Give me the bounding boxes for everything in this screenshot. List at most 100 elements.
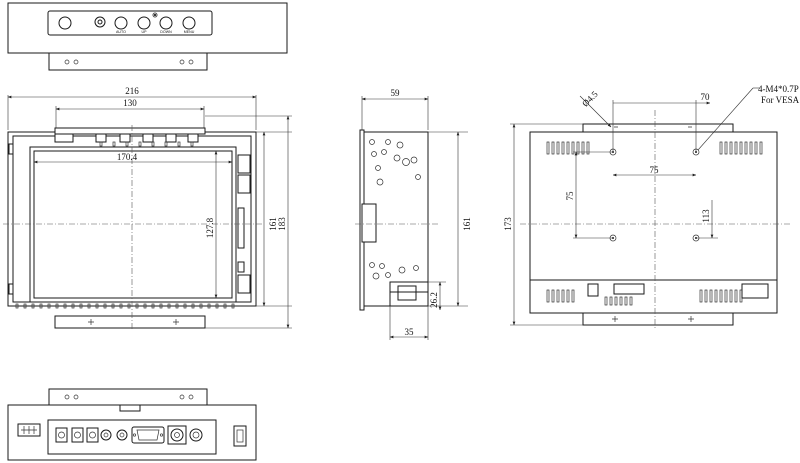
- vent-slot: [744, 141, 748, 155]
- down-button-icon: [159, 16, 173, 30]
- button-label-up: UP: [142, 30, 148, 34]
- vent-slot: [143, 303, 147, 309]
- vent-slot: [55, 303, 59, 309]
- vent-slot: [125, 141, 129, 147]
- vent-slot: [39, 303, 43, 309]
- vent-slot: [566, 289, 570, 303]
- vent-slot: [215, 303, 219, 309]
- vent-slot: [581, 141, 585, 155]
- vent-slot: [551, 289, 555, 303]
- callout-line1: 4-M4*0.7P: [758, 84, 799, 94]
- vent-slot: [23, 303, 27, 309]
- vent-slot: [95, 303, 99, 309]
- up-button-icon: [137, 16, 151, 30]
- callout-line2: For VESA: [761, 95, 800, 105]
- vent-slot: [724, 289, 728, 303]
- vent-slot: [624, 296, 628, 306]
- vent-slot: [609, 296, 613, 306]
- dim-161-side: 161: [462, 217, 472, 231]
- vent-slot: [103, 303, 107, 309]
- brightness-icon: [152, 12, 158, 18]
- vent-slot: [759, 141, 763, 155]
- vent-slot: [190, 141, 194, 147]
- vent-slot: [734, 289, 738, 303]
- dim-26-2: 26.2: [429, 292, 439, 308]
- vent-slot: [699, 289, 703, 303]
- vent-slot: [556, 141, 560, 155]
- vent-slot: [729, 141, 733, 155]
- vent-slot: [566, 141, 570, 155]
- dim-113: 113: [701, 209, 711, 223]
- dim-dia-4-5: Ø4.5: [580, 89, 600, 109]
- vent-slot: [571, 141, 575, 155]
- vent-slot: [719, 289, 723, 303]
- vent-slot: [47, 303, 51, 309]
- vent-slot: [729, 289, 733, 303]
- front-view: 216 130: [3, 86, 292, 330]
- dim-173: 173: [503, 217, 513, 231]
- vent-slot: [31, 303, 35, 309]
- vent-slot: [619, 296, 623, 306]
- vent-slot: [63, 303, 67, 309]
- vent-slot: [714, 289, 718, 303]
- vent-slot: [15, 303, 19, 309]
- vent-slot: [719, 141, 723, 155]
- button-label-down: DOWN: [160, 30, 172, 34]
- vent-slot: [571, 289, 575, 303]
- vent-slot: [739, 141, 743, 155]
- vent-slot: [223, 303, 227, 309]
- dim-59: 59: [391, 88, 401, 98]
- vent-slot: [177, 141, 181, 147]
- dim-35: 35: [405, 327, 415, 337]
- dim-75-v: 75: [565, 191, 575, 201]
- vent-slot: [207, 303, 211, 309]
- vent-slot: [754, 141, 758, 155]
- vent-slot: [604, 296, 608, 306]
- vent-slot: [704, 289, 708, 303]
- vent-slot: [112, 141, 116, 147]
- vent-slot: [138, 141, 142, 147]
- dim-127-8: 127.8: [205, 217, 215, 238]
- dim-70: 70: [701, 92, 711, 102]
- vent-slot: [734, 141, 738, 155]
- vent-slot: [191, 303, 195, 309]
- vent-slot: [724, 141, 728, 155]
- vent-slot: [546, 141, 550, 155]
- vent-slot: [561, 141, 565, 155]
- vent-slot: [164, 141, 168, 147]
- vent-slot: [71, 303, 75, 309]
- dim-216: 216: [125, 86, 139, 96]
- vent-slot: [586, 141, 590, 155]
- vent-slot: [231, 303, 235, 309]
- vent-slot: [175, 303, 179, 309]
- vent-slot: [749, 141, 753, 155]
- auto-button-icon: [114, 16, 128, 30]
- vent-slot: [614, 296, 618, 306]
- dim-183: 183: [277, 217, 287, 231]
- vent-slot: [199, 303, 203, 309]
- vent-slot: [87, 303, 91, 309]
- side-view: 59 16: [355, 88, 472, 340]
- vent-slot: [111, 303, 115, 309]
- vent-slot: [561, 289, 565, 303]
- dim-161-front: 161: [268, 217, 278, 231]
- vent-slot: [151, 141, 155, 147]
- vent-slot: [546, 289, 550, 303]
- vent-slot: [629, 296, 633, 306]
- vent-slot: [99, 141, 103, 147]
- vent-slot: [167, 303, 171, 309]
- vent-slot: [556, 289, 560, 303]
- vent-slot: [135, 303, 139, 309]
- vent-slot: [159, 303, 163, 309]
- vent-slot: [709, 289, 713, 303]
- button-label-menu: MENU: [184, 30, 195, 34]
- dim-130: 130: [123, 98, 137, 108]
- vent-slot: [127, 303, 131, 309]
- vent-slot: [183, 303, 187, 309]
- bottom-view: [7, 388, 257, 461]
- top-view: AUTO UP DOWN MENU: [7, 2, 288, 71]
- button-label-auto: AUTO: [116, 30, 126, 34]
- menu-button-icon: [182, 16, 196, 30]
- dim-170-4: 170.4: [117, 152, 138, 162]
